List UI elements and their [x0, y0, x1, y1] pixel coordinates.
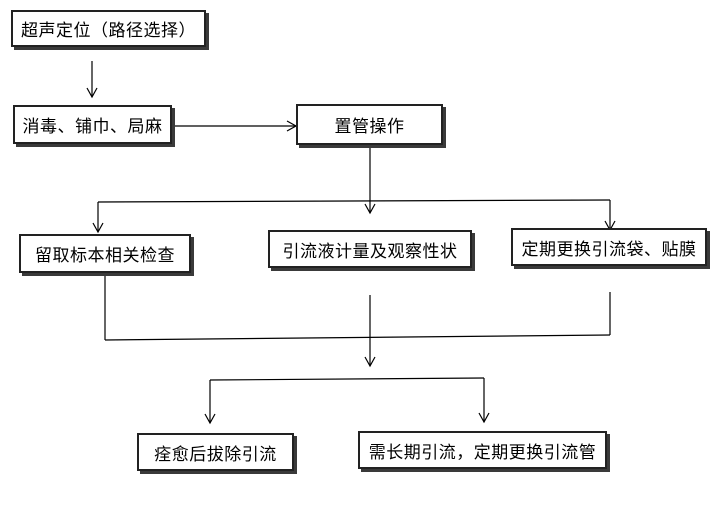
node-step5b: 需长期引流，定期更换引流管: [358, 431, 607, 469]
node-step4b-label: 引流液计量及观察性状: [282, 241, 458, 262]
node-step5a-label: 痊愈后拔除引流: [154, 444, 277, 465]
node-step5a: 痊愈后拔除引流: [137, 433, 294, 471]
split-bar-bottom: [209, 377, 485, 381]
node-step2: 消毒、铺巾、局麻: [13, 105, 172, 144]
node-step4a: 留取标本相关检查: [19, 234, 191, 273]
node-step3: 置管操作: [296, 104, 443, 145]
node-step1: 超声定位（路径选择）: [11, 10, 206, 47]
node-step3-label: 置管操作: [334, 117, 405, 137]
split-bar-top: [97, 199, 611, 203]
merge-bar: [104, 334, 611, 341]
node-step4c-label: 定期更换引流袋、贴膜: [521, 239, 697, 260]
node-step4b: 引流液计量及观察性状: [268, 230, 472, 268]
node-step4c: 定期更换引流袋、贴膜: [511, 228, 707, 266]
node-step1-label: 超声定位（路径选择）: [21, 21, 196, 41]
node-step4a-label: 留取标本相关检查: [35, 246, 175, 266]
node-step2-label: 消毒、铺巾、局麻: [22, 117, 163, 137]
node-step5b-label: 需长期引流，定期更换引流管: [368, 442, 597, 463]
